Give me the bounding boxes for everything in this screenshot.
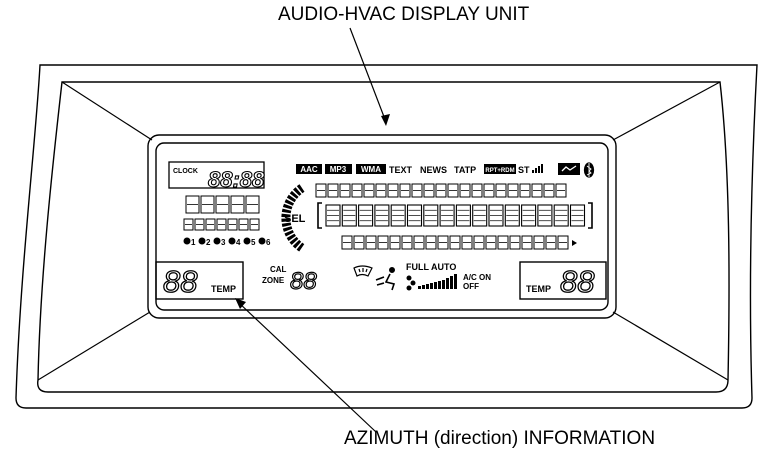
preset-dot: [198, 237, 206, 245]
lcd-segment-rows: 1 2 3 4 5 6: [183, 183, 577, 250]
cal-label: CAL: [270, 265, 287, 274]
preset-number: 6: [266, 238, 271, 247]
phone-icon: [558, 163, 580, 175]
preset-indicators: 1 2 3 4 5 6: [183, 237, 271, 247]
defrost-icon: [353, 265, 373, 277]
temp-left-box: 88 TEMP: [155, 261, 244, 300]
callout-pointer-top: [349, 27, 390, 126]
preset-dot: [228, 237, 236, 245]
format-badges: AAC MP3 WMA TEXT NEWS TATP RPT+RDM ST: [296, 162, 595, 178]
preset-dot: [183, 237, 191, 245]
airflow-person-icon: [375, 266, 396, 291]
sel-dial: SEL: [281, 184, 306, 252]
zone-label: ZONE: [262, 276, 285, 285]
ac-on-label: A/C ON: [463, 273, 491, 282]
fan-speed-bars: [418, 274, 457, 289]
preset-number: 2: [206, 238, 211, 247]
indicator-news: NEWS: [420, 165, 447, 175]
callout-label-azimuth: AZIMUTH (direction) INFORMATION: [344, 428, 656, 449]
callout-label-audio-hvac: AUDIO-HVAC DISPLAY UNIT: [278, 4, 530, 25]
badge-aac: AAC: [300, 165, 318, 174]
temp-left-digits: 88: [163, 264, 198, 299]
temp-left-label: TEMP: [211, 284, 236, 294]
signal-bars-icon: [532, 164, 543, 173]
arrow-right-icon: [572, 240, 577, 246]
left-small-segments: [183, 218, 260, 231]
zone-digits: 88: [290, 268, 317, 295]
clock-segment: CLOCK 88:88: [168, 161, 266, 193]
cal-zone-group: CAL ZONE 88: [262, 265, 318, 296]
full-auto-label: FULL AUTO: [406, 262, 456, 272]
preset-dot: [243, 237, 251, 245]
badge-rpt-rdm: RPT+RDM: [485, 168, 514, 174]
lcd-screen: [147, 134, 617, 319]
upper-text-segments: [315, 183, 567, 198]
preset-number: 3: [221, 238, 226, 247]
temp-right-digits: 88: [560, 264, 595, 299]
bluetooth-icon: [583, 162, 595, 178]
badge-mp3: MP3: [330, 165, 347, 174]
main-text-row: [317, 202, 593, 229]
perspective-lines: [37, 81, 729, 381]
temp-right-label: TEMP: [526, 284, 551, 294]
lower-text-segments: [341, 235, 569, 250]
preset-number: 1: [191, 238, 196, 247]
callout-pointer-bottom: [235, 298, 377, 433]
left-large-segments: [185, 195, 260, 214]
outer-bezel: [15, 64, 758, 409]
badge-wma: WMA: [361, 165, 381, 174]
preset-number: 5: [251, 238, 256, 247]
clock-label: CLOCK: [173, 168, 198, 175]
sel-label: SEL: [284, 213, 306, 225]
preset-dot: [258, 237, 266, 245]
indicator-text: TEXT: [389, 165, 413, 175]
fan-icon: [406, 275, 416, 291]
stereo-indicator: ST: [518, 165, 530, 175]
preset-dot: [213, 237, 221, 245]
temp-right-box: TEMP 88: [519, 261, 607, 300]
off-label: OFF: [463, 282, 479, 291]
preset-number: 4: [236, 238, 241, 247]
indicator-tatp: TATP: [454, 165, 476, 175]
clock-digits: 88:88: [208, 167, 265, 192]
